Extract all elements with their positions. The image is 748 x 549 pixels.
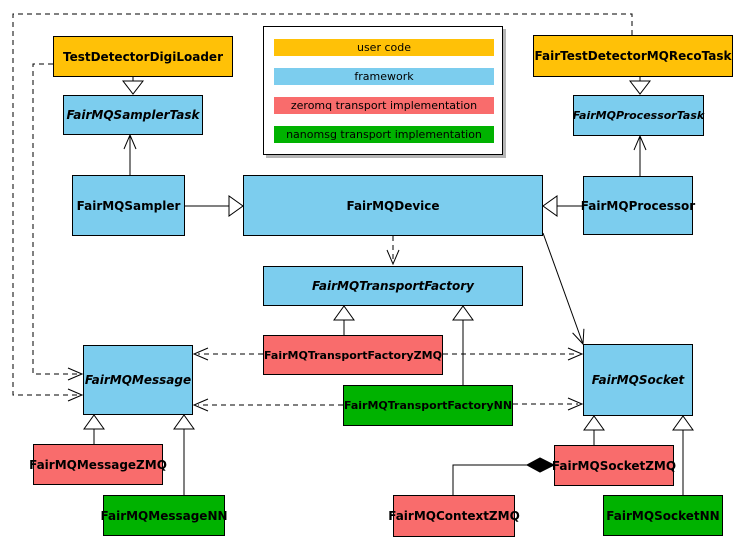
node-fairmqsocketnn: FairMQSocketNN xyxy=(603,495,723,536)
node-fairmqprocessortask: FairMQProcessorTask xyxy=(573,95,704,136)
legend-label-zeromq: zeromq transport implementation xyxy=(290,99,478,112)
legend-item-nanomsg: nanomsg transport implementation xyxy=(274,126,494,143)
legend-label-user-code: user code xyxy=(356,41,412,54)
edge-dep-device-transportfactory xyxy=(386,236,400,266)
node-fairtestdetectormqrecotask: FairTestDetectorMQRecoTask xyxy=(533,35,733,77)
node-fairmqdevice: FairMQDevice xyxy=(243,175,543,236)
node-fairmqtransportfactorynn: FairMQTransportFactoryNN xyxy=(343,385,513,426)
node-fairmqmessagenn: FairMQMessageNN xyxy=(100,495,228,536)
legend-item-zeromq: zeromq transport implementation xyxy=(274,97,494,114)
node-fairmqsamplertask: FairMQSamplerTask xyxy=(63,95,203,135)
edge-inherit-messagenn-message xyxy=(173,414,195,495)
node-fairmqsocket: FairMQSocket xyxy=(583,344,693,416)
edge-dep-digiloader-message xyxy=(32,63,84,381)
node-fairmqtransportfactory: FairMQTransportFactory xyxy=(263,266,523,306)
edge-dep-factoryzmq-message xyxy=(192,347,263,361)
node-fairmqsampler: FairMQSampler xyxy=(72,175,185,236)
edge-inherit-messagezmq-message xyxy=(83,414,105,444)
node-fairmqsocketzmq: FairMQSocketZMQ xyxy=(552,445,676,486)
node-fairmqprocessor: FairMQProcessor xyxy=(581,176,695,235)
edge-inherit-sampler-device xyxy=(185,195,244,217)
legend-box: user code framework zeromq transport imp… xyxy=(263,26,503,155)
edge-inherit-socketnn-socket xyxy=(672,415,694,495)
node-fairmqtransportfactoryzmq: FairMQTransportFactoryZMQ xyxy=(263,335,443,375)
edge-inherit-factorynn-factory xyxy=(452,305,474,385)
edge-assoc-processor-processortask xyxy=(633,134,647,176)
edge-dep-factoryzmq-socket xyxy=(443,347,584,361)
edge-inherit-socketzmq-socket xyxy=(583,415,605,445)
node-fairmqmessagezmq: FairMQMessageZMQ xyxy=(29,444,167,485)
edge-inherit-factoryzmq-factory xyxy=(333,305,355,335)
edge-inherit-recotask-processortask xyxy=(628,77,652,95)
edge-dep-recotask-message xyxy=(12,13,633,402)
node-fairmqcontextzmq: FairMQContextZMQ xyxy=(388,495,520,537)
legend-item-framework: framework xyxy=(274,68,494,85)
edge-comp-contextzmq-socketzmq xyxy=(452,457,556,495)
legend-label-framework: framework xyxy=(354,70,414,83)
edge-inherit-processor-device xyxy=(542,195,583,217)
edge-dep-factorynn-message xyxy=(192,398,343,412)
legend-item-user-code: user code xyxy=(274,39,494,56)
edge-assoc-device-socket xyxy=(542,232,585,346)
edge-assoc-sampler-samplertask xyxy=(123,133,137,175)
legend-label-nanomsg: nanomsg transport implementation xyxy=(286,128,482,141)
edge-inherit-digiloader-samplertask xyxy=(121,77,145,95)
edge-dep-factorynn-socket xyxy=(513,397,584,411)
node-fairmqmessage: FairMQMessage xyxy=(83,345,193,415)
node-testdetectordigiloader: TestDetectorDigiLoader xyxy=(53,36,233,77)
